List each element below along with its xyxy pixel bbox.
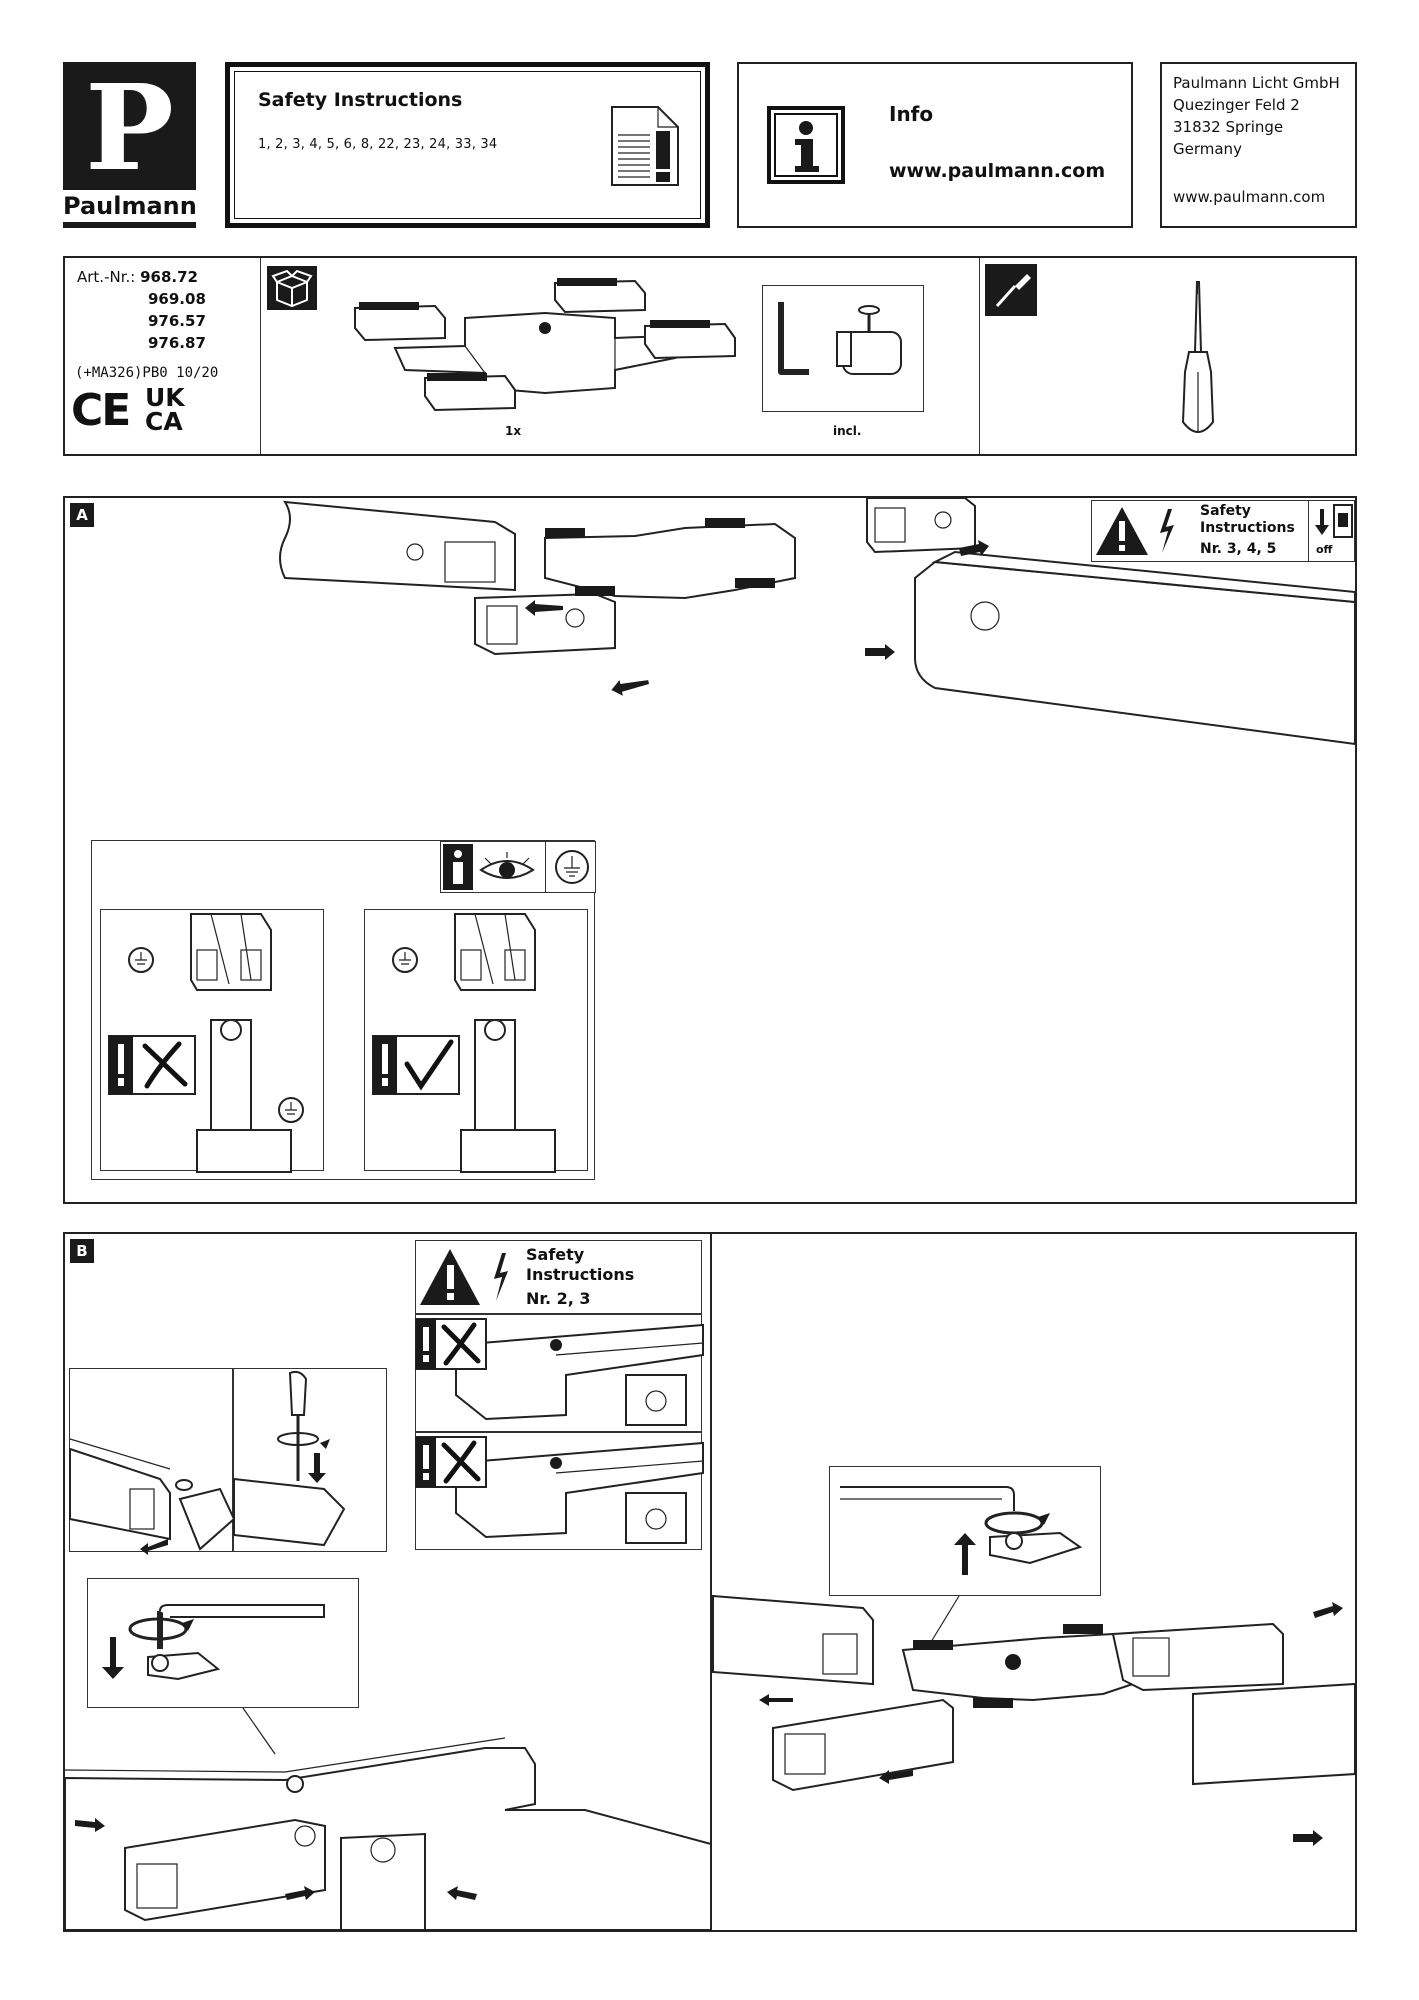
screwdriver-tool-icon [985, 264, 1037, 316]
section-b-safety-panel: Safety Instructions Nr. 2, 3 [415, 1240, 702, 1314]
callout-pointer [930, 1595, 960, 1643]
safety-instructions-header: Safety Instructions 1, 2, 3, 4, 5, 6, 8,… [225, 62, 710, 228]
end-cap-icon [836, 305, 902, 375]
section-b-safety-title: Safety Instructions [526, 1245, 634, 1285]
article-number-list: 969.08 976.57 976.87 [148, 288, 206, 354]
article-number-3: 976.57 [148, 312, 206, 330]
article-number-2: 969.08 [148, 290, 206, 308]
correct-orientation-illustration [392, 913, 556, 1173]
incorrect-orientation-illustration [128, 913, 304, 1173]
cross-connector-illustration [354, 278, 736, 412]
incorrect-mark-icon [108, 1035, 196, 1095]
incorrect-connection-illustration-1 [455, 1323, 704, 1426]
quantity-label: 1x [505, 424, 522, 438]
incorrect-connection-example-2 [415, 1432, 704, 1550]
included-items-box [762, 285, 924, 412]
warning-triangle-icon [1096, 507, 1148, 555]
section-a-safety-panel: Safety Instructions Nr. 3, 4, 5 off [1091, 500, 1355, 562]
address-block: Paulmann Licht GmbH Quezinger Feld 2 318… [1173, 72, 1340, 160]
arrow-down-icon [1315, 509, 1329, 535]
address-line-country: Germany [1173, 140, 1242, 158]
allen-key-loosen-detail [829, 1466, 1101, 1596]
callout-pointer [242, 1707, 276, 1755]
inspection-icon-bar [440, 841, 596, 893]
article-number-1: 968.72 [140, 268, 198, 286]
section-b-right-assembly-illustration [712, 1594, 1356, 1846]
info-box: Info www.paulmann.com [737, 62, 1133, 228]
electric-shock-icon [494, 1253, 508, 1301]
article-contents-panel: Art.-Nr.: 968.72 969.08 976.57 976.87 (+… [63, 256, 1357, 456]
section-a-safety-nr: Nr. 3, 4, 5 [1200, 541, 1277, 557]
divider [1308, 501, 1309, 561]
address-box: Paulmann Licht GmbH Quezinger Feld 2 318… [1160, 62, 1357, 228]
included-label: incl. [833, 424, 862, 438]
logo-wordmark: Paulmann [63, 190, 197, 222]
document-warning-icon [611, 106, 679, 186]
article-numbers: Art.-Nr.: 968.72 [77, 266, 198, 288]
correct-mark-icon [372, 1035, 460, 1095]
incorrect-orientation-detail [100, 909, 324, 1173]
incorrect-connection-example-1 [415, 1314, 704, 1432]
article-number-4: 976.87 [148, 334, 206, 352]
section-a-assembly-illustration [279, 497, 1356, 746]
allen-key-tighten-illustration [102, 1604, 325, 1681]
eye-icon [479, 852, 535, 879]
section-a-label: A [70, 503, 94, 527]
info-url[interactable]: www.paulmann.com [889, 160, 1106, 182]
end-cap-insert-illustration [69, 1438, 236, 1555]
address-line-company: Paulmann Licht GmbH [1173, 74, 1340, 92]
section-b-left-assembly-illustration [64, 1737, 712, 1931]
address-line-city: 31832 Springe [1173, 118, 1284, 136]
safety-title-line2: Instructions [526, 1265, 635, 1284]
incorrect-mark-icon [415, 1318, 487, 1370]
divider [979, 258, 980, 454]
allen-key-tighten-detail [87, 1578, 359, 1708]
switch-off-icon [1333, 504, 1353, 538]
end-cap-step-2 [233, 1368, 387, 1552]
incorrect-connection-illustration-2 [455, 1441, 704, 1544]
address-line-street: Quezinger Feld 2 [1173, 96, 1300, 114]
safety-header-numbers: 1, 2, 3, 4, 5, 6, 8, 22, 23, 24, 33, 34 [258, 137, 498, 152]
package-icon [267, 266, 317, 310]
info-title: Info [889, 102, 934, 126]
ukca-bottom: CA [145, 407, 183, 436]
section-b-label: B [70, 1239, 94, 1263]
ukca-mark: UK CA [145, 383, 185, 436]
article-label: Art.-Nr.: [77, 268, 136, 286]
section-b-safety-nr: Nr. 2, 3 [526, 1289, 591, 1308]
inspection-detail-panel [91, 840, 596, 1180]
incorrect-mark-icon [415, 1436, 487, 1488]
address-url[interactable]: www.paulmann.com [1173, 188, 1326, 206]
divider [260, 258, 261, 454]
allen-key-loosen-illustration [840, 1486, 1083, 1575]
screwdriver-illustration [1181, 281, 1215, 433]
electric-shock-icon [1160, 509, 1174, 553]
allen-key-icon [778, 302, 809, 375]
section-a-safety-title: Safety Instructions [1200, 503, 1295, 537]
off-label: off [1316, 543, 1333, 556]
ce-mark: CE [71, 385, 131, 436]
safety-header-title: Safety Instructions [258, 89, 463, 111]
end-cap-step-1 [69, 1368, 236, 1555]
safety-title-line1: Safety [526, 1245, 585, 1264]
warning-triangle-icon [420, 1249, 480, 1305]
section-b-divider [710, 1234, 712, 1930]
section-b: B Safety Instructions Nr. 2, 3 [63, 1232, 1357, 1932]
info-icon [767, 106, 845, 184]
ground-symbol-icon [555, 850, 589, 884]
correct-orientation-detail [364, 909, 588, 1173]
article-code: (+MA326)PB0 10/20 [75, 365, 219, 381]
safety-title-line2: Instructions [1200, 520, 1295, 536]
info-icon [443, 844, 473, 890]
end-cap-screw-illustration [233, 1370, 346, 1547]
ukca-top: UK [145, 383, 185, 412]
logo-letter: P [85, 58, 174, 197]
paulmann-logo: P Paulmann [63, 58, 197, 228]
safety-title-line1: Safety [1200, 503, 1251, 519]
section-a: A Safety Instructions Nr. 3, 4, 5 off [63, 496, 1357, 1204]
